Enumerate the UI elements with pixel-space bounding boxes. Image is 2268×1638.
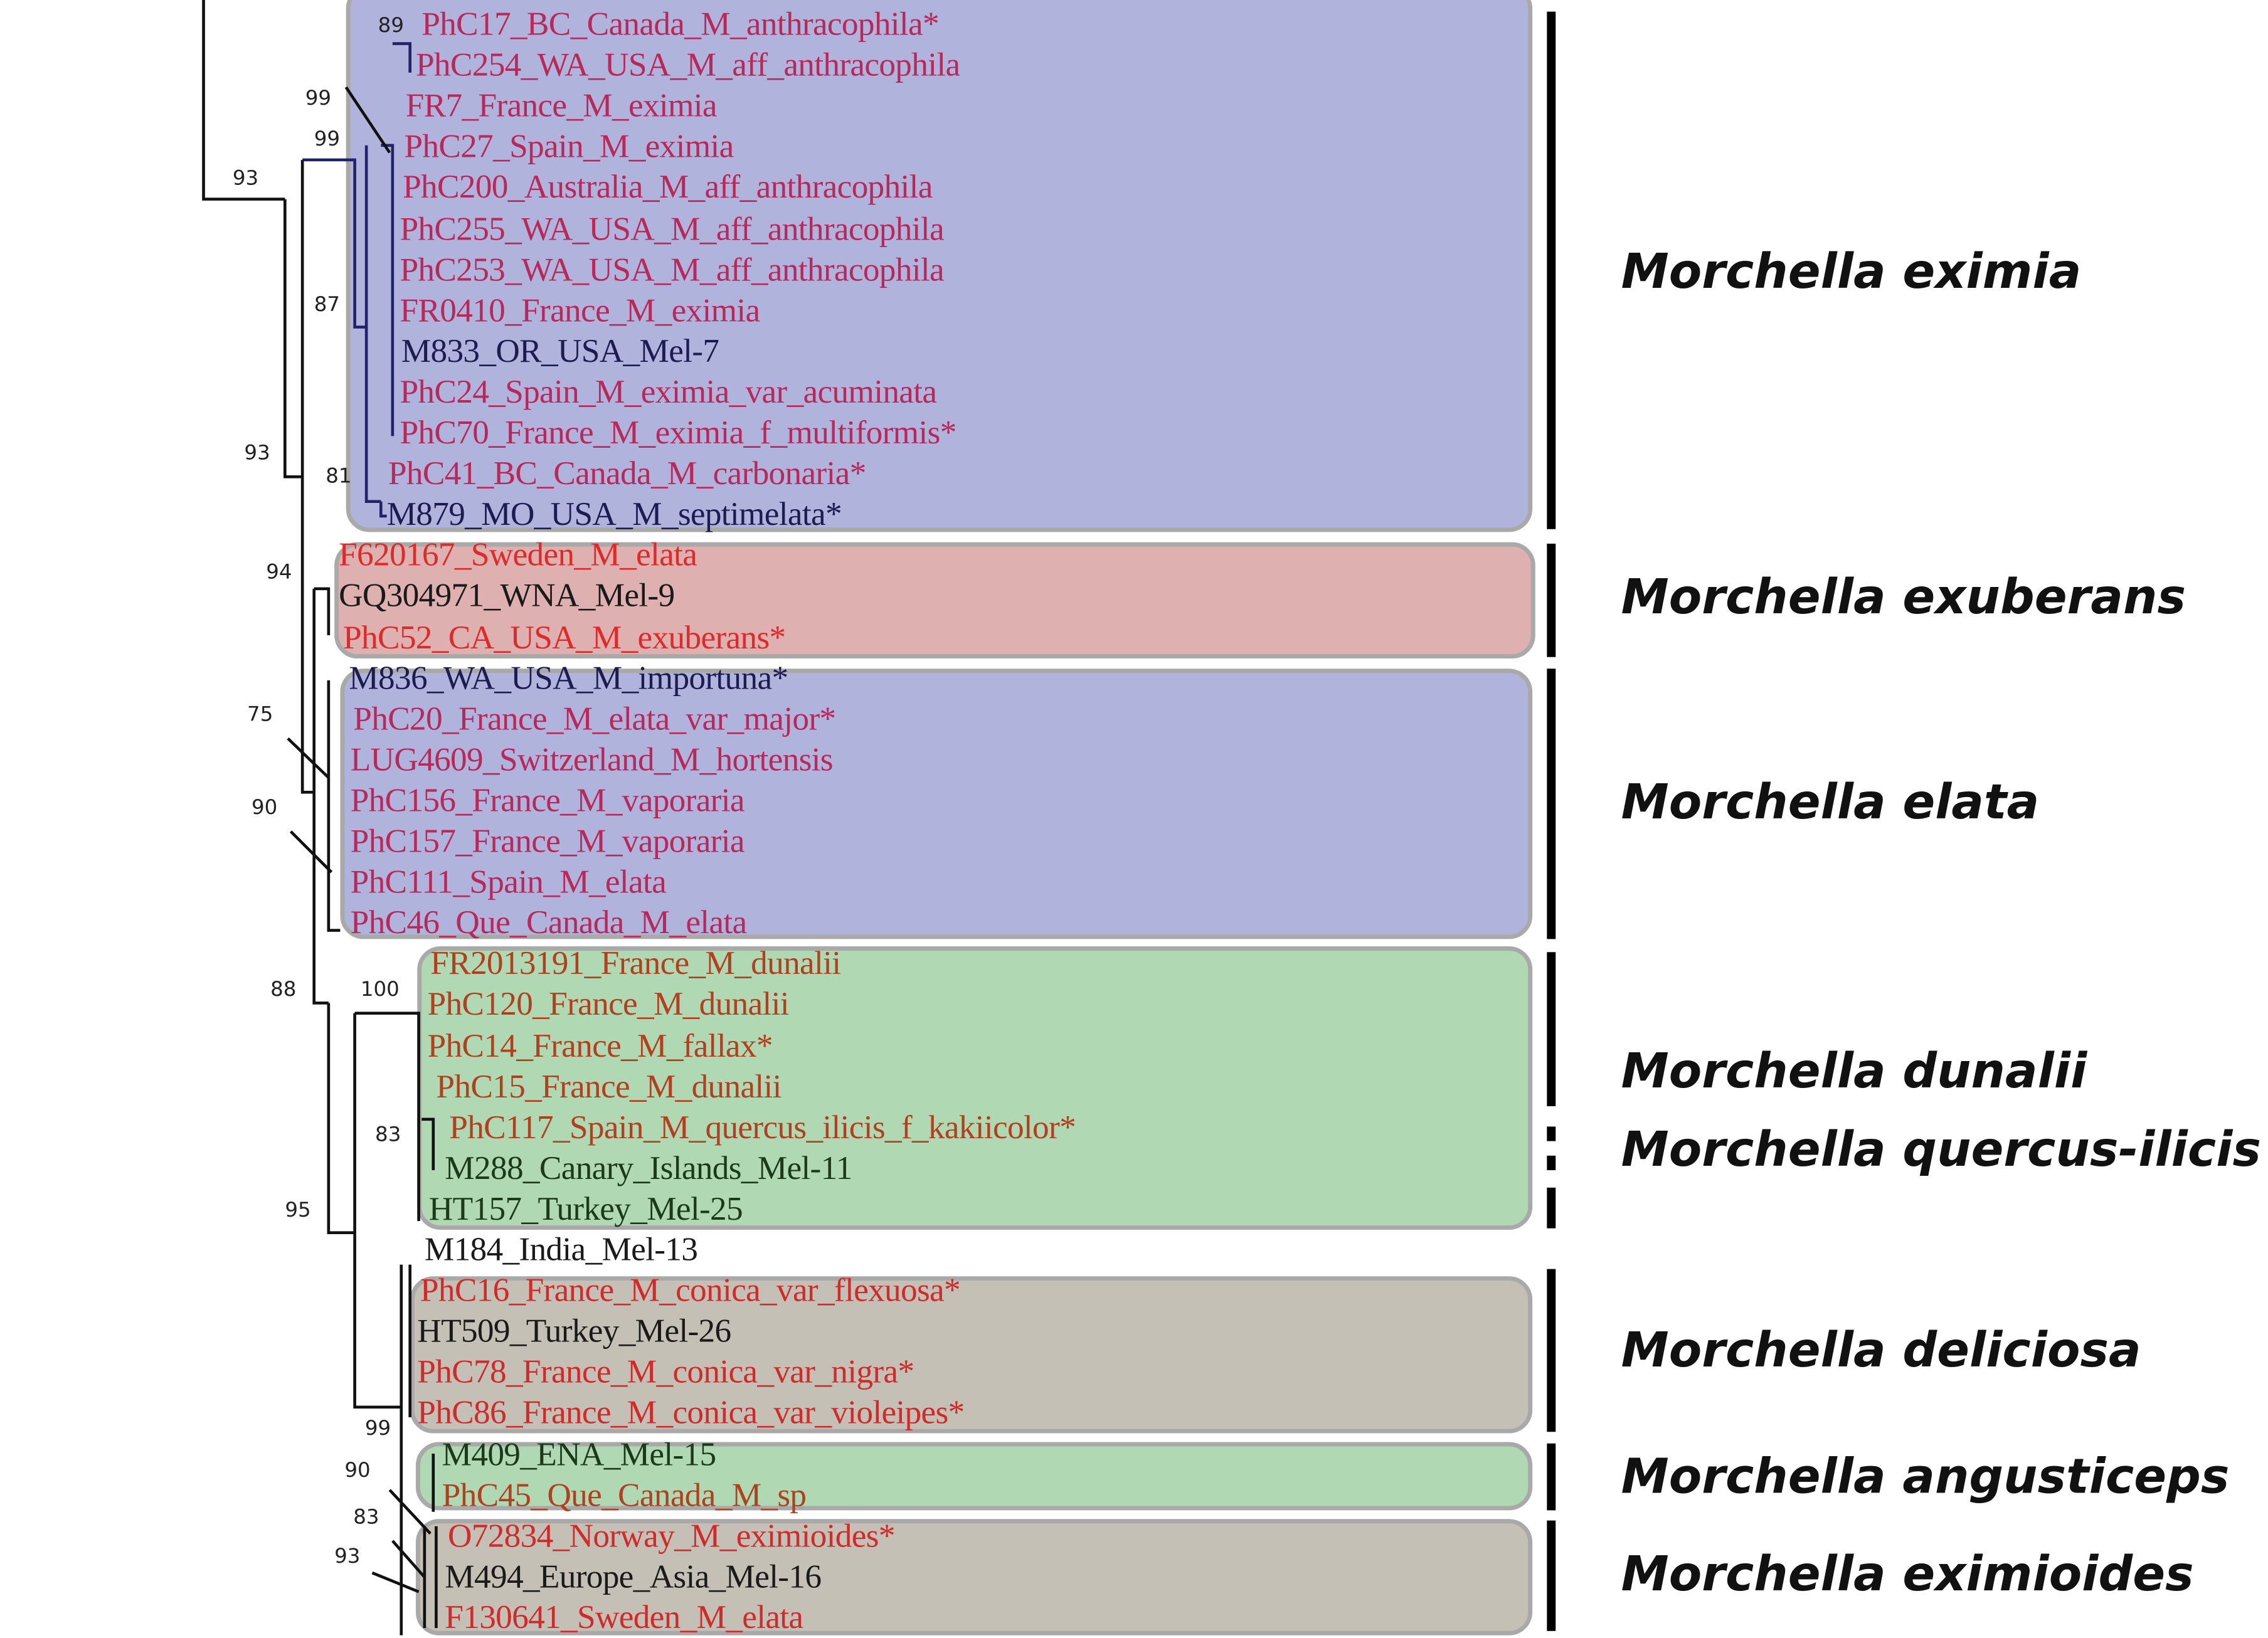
taxon-label: PhC14_France_M_fallax* — [427, 1027, 773, 1064]
clade-label-dunalii: Morchella dunalii — [1621, 1042, 2087, 1099]
clade-label-quercus-ilicis: Morchella quercus-ilicis — [1621, 1121, 2261, 1178]
taxon-label: PhC253_WA_USA_M_aff_anthracophila — [400, 251, 944, 288]
clade-box-elata — [340, 668, 1533, 939]
clade-bar-elata — [1547, 668, 1556, 939]
clade-bar-eximia — [1547, 11, 1556, 529]
clade-label-eximioides: Morchella eximioides — [1621, 1545, 2194, 1602]
clade-label-angusticeps: Morchella angusticeps — [1621, 1447, 2230, 1505]
taxon-label: M836_WA_USA_M_importuna* — [349, 659, 788, 696]
taxon-label: F130641_Sweden_M_elata — [445, 1598, 803, 1635]
taxon-label: F620167_Sweden_M_elata — [339, 537, 697, 573]
bootstrap-value: 87 — [314, 293, 341, 317]
bootstrap-value: 99 — [314, 127, 341, 152]
bootstrap-value: 90 — [344, 1459, 371, 1483]
clade-label-elata: Morchella elata — [1621, 773, 2040, 830]
bootstrap-value: 90 — [252, 796, 278, 820]
taxon-label: M879_MO_USA_M_septimelata* — [386, 495, 842, 532]
clade-label-deliciosa: Morchella deliciosa — [1621, 1321, 2141, 1378]
clade-label-eximia: Morchella eximia — [1621, 243, 2082, 300]
clade-bar-exuberans — [1547, 543, 1556, 657]
bootstrap-value: 75 — [247, 703, 273, 727]
taxon-label: PhC16_France_M_conica_var_flexuosa* — [420, 1272, 961, 1309]
clade-label-exuberans: Morchella exuberans — [1621, 568, 2186, 625]
taxon-label: PhC156_France_M_vaporaria — [350, 781, 745, 818]
taxon-label: PhC117_Spain_M_quercus_ilicis_f_kakiicol… — [449, 1108, 1076, 1145]
clade-bar-quercus-ilicis-2 — [1547, 1155, 1556, 1170]
bootstrap-value: 99 — [364, 1417, 391, 1441]
taxon-label: FR2013191_France_M_dunalii — [430, 945, 841, 982]
taxon-label: PhC45_Que_Canada_M_sp — [442, 1476, 807, 1513]
bootstrap-value: 93 — [244, 441, 270, 465]
taxon-label: PhC27_Spain_M_eximia — [404, 128, 734, 165]
bootstrap-value: 93 — [334, 1545, 361, 1569]
taxon-label: PhC41_BC_Canada_M_carbonaria* — [388, 455, 866, 492]
taxon-label: PhC120_France_M_dunalii — [427, 986, 789, 1023]
taxon-label: M833_OR_USA_Mel-7 — [401, 332, 719, 369]
clade-box-angusticeps — [415, 1442, 1533, 1511]
bootstrap-value: 95 — [285, 1199, 311, 1223]
taxon-label: PhC17_BC_Canada_M_anthracophila* — [421, 6, 939, 43]
bootstrap-value: 81 — [326, 465, 352, 489]
bootstrap-value: 99 — [305, 87, 332, 111]
taxon-label: PhC24_Spain_M_eximia_var_acuminata — [400, 373, 937, 410]
taxon-label: PhC86_France_M_conica_var_violeipes* — [417, 1394, 965, 1431]
taxon-label: PhC200_Australia_M_aff_anthracophila — [403, 169, 933, 206]
taxon-label: PhC111_Spain_M_elata — [350, 864, 667, 901]
clade-bar-dunalii-2 — [1547, 1187, 1556, 1228]
taxon-label: HT509_Turkey_Mel-26 — [417, 1313, 731, 1350]
clade-bar-deliciosa — [1547, 1269, 1556, 1432]
bootstrap-value: 100 — [360, 978, 400, 1002]
bootstrap-value: 93 — [232, 167, 259, 191]
taxon-label: M288_Canary_Islands_Mel-11 — [445, 1149, 852, 1186]
taxon-label: PhC20_France_M_elata_var_major* — [353, 700, 836, 737]
taxon-label: FR0410_France_M_eximia — [400, 292, 760, 329]
clade-box-deliciosa — [410, 1276, 1533, 1434]
clade-box-eximioides — [415, 1519, 1533, 1635]
taxon-label: O72834_Norway_M_eximioides* — [447, 1517, 895, 1554]
bootstrap-value: 88 — [270, 978, 297, 1002]
clade-box-dunalii — [417, 946, 1533, 1230]
taxon-label: PhC255_WA_USA_M_aff_anthracophila — [400, 209, 944, 246]
taxon-label: M494_Europe_Asia_Mel-16 — [445, 1558, 822, 1595]
taxon-label: HT157_Turkey_Mel-25 — [428, 1190, 743, 1227]
bootstrap-value: 83 — [375, 1123, 401, 1147]
taxon-label: PhC46_Que_Canada_M_elata — [350, 904, 748, 941]
taxon-label: PhC52_CA_USA_M_exuberans* — [343, 618, 786, 655]
bootstrap-value: 83 — [353, 1506, 379, 1530]
clade-box-eximia — [346, 0, 1533, 532]
taxon-label: GQ304971_WNA_Mel-9 — [339, 578, 675, 615]
taxon-label: PhC15_France_M_dunalii — [436, 1067, 782, 1104]
taxon-label: PhC78_France_M_conica_var_nigra* — [417, 1353, 914, 1390]
clade-bar-eximioides — [1547, 1520, 1556, 1631]
bootstrap-value: 89 — [378, 14, 405, 38]
clade-bar-angusticeps — [1547, 1443, 1556, 1511]
taxon-label: PhC254_WA_USA_M_aff_anthracophila — [415, 46, 960, 83]
clade-box-exuberans — [334, 542, 1535, 659]
taxon-label: PhC157_France_M_vaporaria — [350, 822, 745, 859]
taxon-label: PhC70_France_M_eximia_f_multiformis* — [400, 414, 956, 451]
taxon-label: FR7_France_M_eximia — [405, 87, 718, 124]
taxon-label: M184_India_Mel-13 — [424, 1231, 698, 1268]
taxon-label: M409_ENA_Mel-15 — [442, 1435, 716, 1472]
clade-bar-dunalii — [1547, 952, 1556, 1106]
taxon-label: LUG4609_Switzerland_M_hortensis — [350, 741, 834, 778]
clade-bar-quercus-ilicis — [1547, 1126, 1556, 1141]
bootstrap-value: 94 — [266, 561, 292, 584]
